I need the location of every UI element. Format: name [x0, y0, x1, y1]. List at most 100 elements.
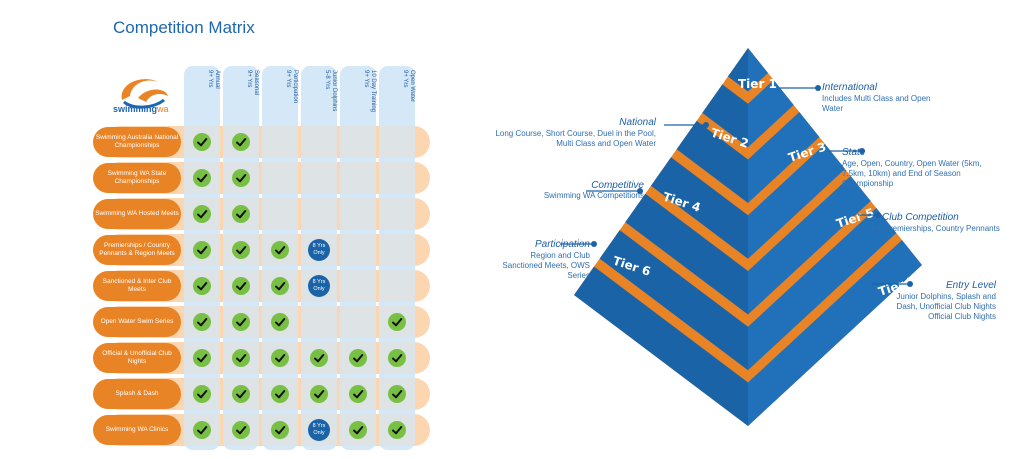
checkmark-icon: [232, 349, 250, 367]
checkmark-icon: [271, 241, 289, 259]
leader-dot: [859, 148, 865, 154]
annotation-text: Long Course, Short Course, Duel in the P…: [495, 129, 656, 148]
pyramid-tier-left-face: [625, 193, 748, 315]
checkmark-icon: [193, 241, 211, 259]
checkmark-icon: [271, 277, 289, 295]
pyramid-left-face: [574, 48, 748, 426]
checkmark-icon: [232, 277, 250, 295]
checkmark-icon: [193, 421, 211, 439]
checkmark-icon: [232, 241, 250, 259]
logo-wordmark: swimmingwa: [113, 104, 169, 114]
leader-dot: [815, 85, 821, 91]
leader-dot: [637, 188, 643, 194]
row-label: Premierships / Country Pennants & Region…: [93, 235, 181, 265]
checkmark-icon: [193, 277, 211, 295]
annotation-heading: National: [619, 117, 656, 128]
age-restriction-badge: 8 Yrs Only: [308, 419, 330, 441]
checkmark-icon: [349, 349, 367, 367]
pyramid-tier-left-face: [702, 84, 748, 148]
checkmark-icon: [349, 385, 367, 403]
column-header-age: 9+ Yrs: [285, 70, 291, 88]
row-label: Splash & Dash: [93, 379, 181, 409]
pyramid-tier-left-face: [727, 48, 748, 92]
column-header-name: Junior Dolphins: [331, 70, 337, 112]
annotation-heading: State: [842, 147, 866, 158]
checkmark-icon: [271, 385, 289, 403]
checkmark-icon: [232, 133, 250, 151]
column-header-age: 9+ Yrs: [207, 70, 213, 88]
logo-name: swimming: [113, 104, 158, 114]
row-label: Swimming WA Clinics: [93, 415, 181, 445]
checkmark-icon: [193, 349, 211, 367]
column-header-name: Open Water: [409, 70, 415, 103]
leader-dot: [907, 281, 913, 287]
leader-dot: [591, 241, 597, 247]
leader-dot: [703, 122, 709, 128]
checkmark-icon: [193, 169, 211, 187]
column-header-age: 9+ Yrs: [363, 70, 369, 88]
annotation-leaders: [560, 85, 913, 287]
pyramid-tier-right-face: [748, 208, 897, 371]
row-label: Swimming WA State Championships: [93, 163, 181, 193]
annotation-text: Region and Club Sanctioned Meets, OWS Se…: [502, 251, 590, 280]
row-label: Open Water Swim Series: [93, 307, 181, 337]
checkmark-icon: [232, 385, 250, 403]
checkmark-icon: [193, 133, 211, 151]
column-header-name: Participation: [292, 70, 298, 104]
pyramid-tier-right-face: [748, 48, 769, 92]
pyramid-tier-left-face: [574, 266, 748, 426]
annotation-heading: Competitive: [591, 180, 644, 191]
column-header-age: 9+ Yrs: [402, 70, 408, 88]
checkmark-icon: [232, 169, 250, 187]
page-title: Competition Matrix: [113, 18, 255, 37]
age-restriction-badge: 8 Yrs Only: [308, 239, 330, 261]
pyramid-tier-left-face: [676, 120, 748, 204]
row-label: Swimming WA Hosted Meets: [93, 199, 181, 229]
pyramid-tier-right-face: [748, 176, 871, 315]
pyramid-tier-right-face: [748, 240, 922, 426]
checkmark-icon: [271, 313, 289, 331]
column-header-name: Annual: [214, 70, 220, 89]
annotation-heading: International: [822, 82, 878, 93]
pyramid-tier-left-face: [650, 157, 748, 259]
annotation-heading: Participation: [534, 239, 590, 250]
pyramid-tier-left-face: [599, 230, 748, 371]
column-header-name: Seasonal: [253, 70, 259, 96]
annotation-heading: Entry Level: [945, 280, 996, 291]
annotation-heading: Club Competition: [882, 212, 959, 223]
annotation-text: Club Premierships, Country Pennants: [866, 224, 1000, 233]
checkmark-icon: [310, 385, 328, 403]
checkmark-icon: [388, 349, 406, 367]
annotation-text: Age, Open, Country, Open Water (5km, 7.5…: [842, 159, 982, 188]
annotation-text: Junior Dolphins, Splash and Dash, Unoffi…: [896, 292, 996, 321]
swimming-wa-logo: [121, 79, 168, 109]
logo-suffix: wa: [157, 104, 169, 114]
checkmark-icon: [271, 421, 289, 439]
checkmark-icon: [232, 205, 250, 223]
pyramid-right-face: [748, 48, 922, 426]
checkmark-icon: [193, 205, 211, 223]
column-header-age: 9+ Yrs: [246, 70, 252, 88]
column-header-name: 10 Day Training: [370, 70, 376, 113]
row-label: Swimming Australia National Championship…: [93, 127, 181, 157]
checkmark-icon: [232, 421, 250, 439]
checkmark-icon: [388, 421, 406, 439]
column-header-age: 5-8 Yrs: [324, 70, 330, 90]
pyramid-tier-right-face: [748, 112, 820, 204]
age-restriction-badge: 8 Yrs Only: [308, 275, 330, 297]
row-label: Official & Unofficial Club Nights: [93, 343, 181, 373]
row-label: Sanctioned & Inter Club Meets: [93, 271, 181, 301]
checkmark-icon: [232, 313, 250, 331]
pyramid-tier-right-face: [748, 144, 846, 259]
annotation-text: Includes Multi Class and Open Water: [822, 94, 931, 113]
checkmark-icon: [310, 349, 328, 367]
annotation-text: Swimming WA Competitions: [543, 191, 644, 200]
pyramid-tier-right-face: [748, 80, 794, 148]
